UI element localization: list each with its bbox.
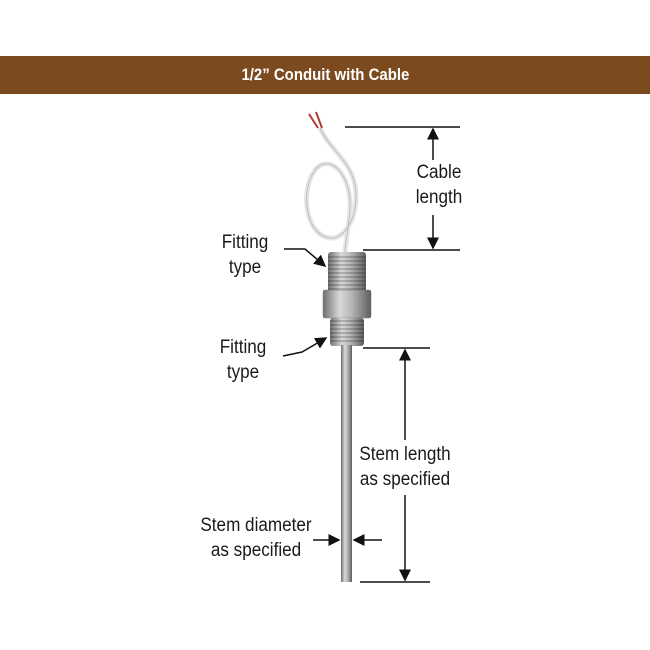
title-banner: 1/2” Conduit with Cable [0, 56, 650, 94]
fitting-type-bottom-label: Fitting type [207, 335, 279, 385]
stem [341, 345, 352, 582]
dimension-lines [282, 126, 460, 583]
stem-length-label: Stem length as specified [351, 442, 459, 492]
label-line: type [228, 257, 262, 278]
label-line: Cable [416, 162, 462, 183]
label-line: Stem diameter [200, 515, 312, 536]
title: 1/2” Conduit with Cable [241, 65, 409, 84]
fitting-type-top-label: Fitting type [209, 230, 281, 280]
label-line: length [415, 187, 463, 208]
stem-diameter-label: Stem diameter as specified [197, 513, 316, 563]
fitting [322, 252, 372, 346]
label-line: Fitting [221, 232, 269, 253]
label-line: type [226, 362, 260, 383]
label-line: as specified [210, 540, 302, 561]
cable-length-label: Cable length [404, 160, 474, 210]
label-line: as specified [359, 469, 451, 490]
label-line: Stem length [359, 444, 451, 465]
label-line: Fitting [219, 337, 267, 358]
cable [304, 111, 359, 253]
